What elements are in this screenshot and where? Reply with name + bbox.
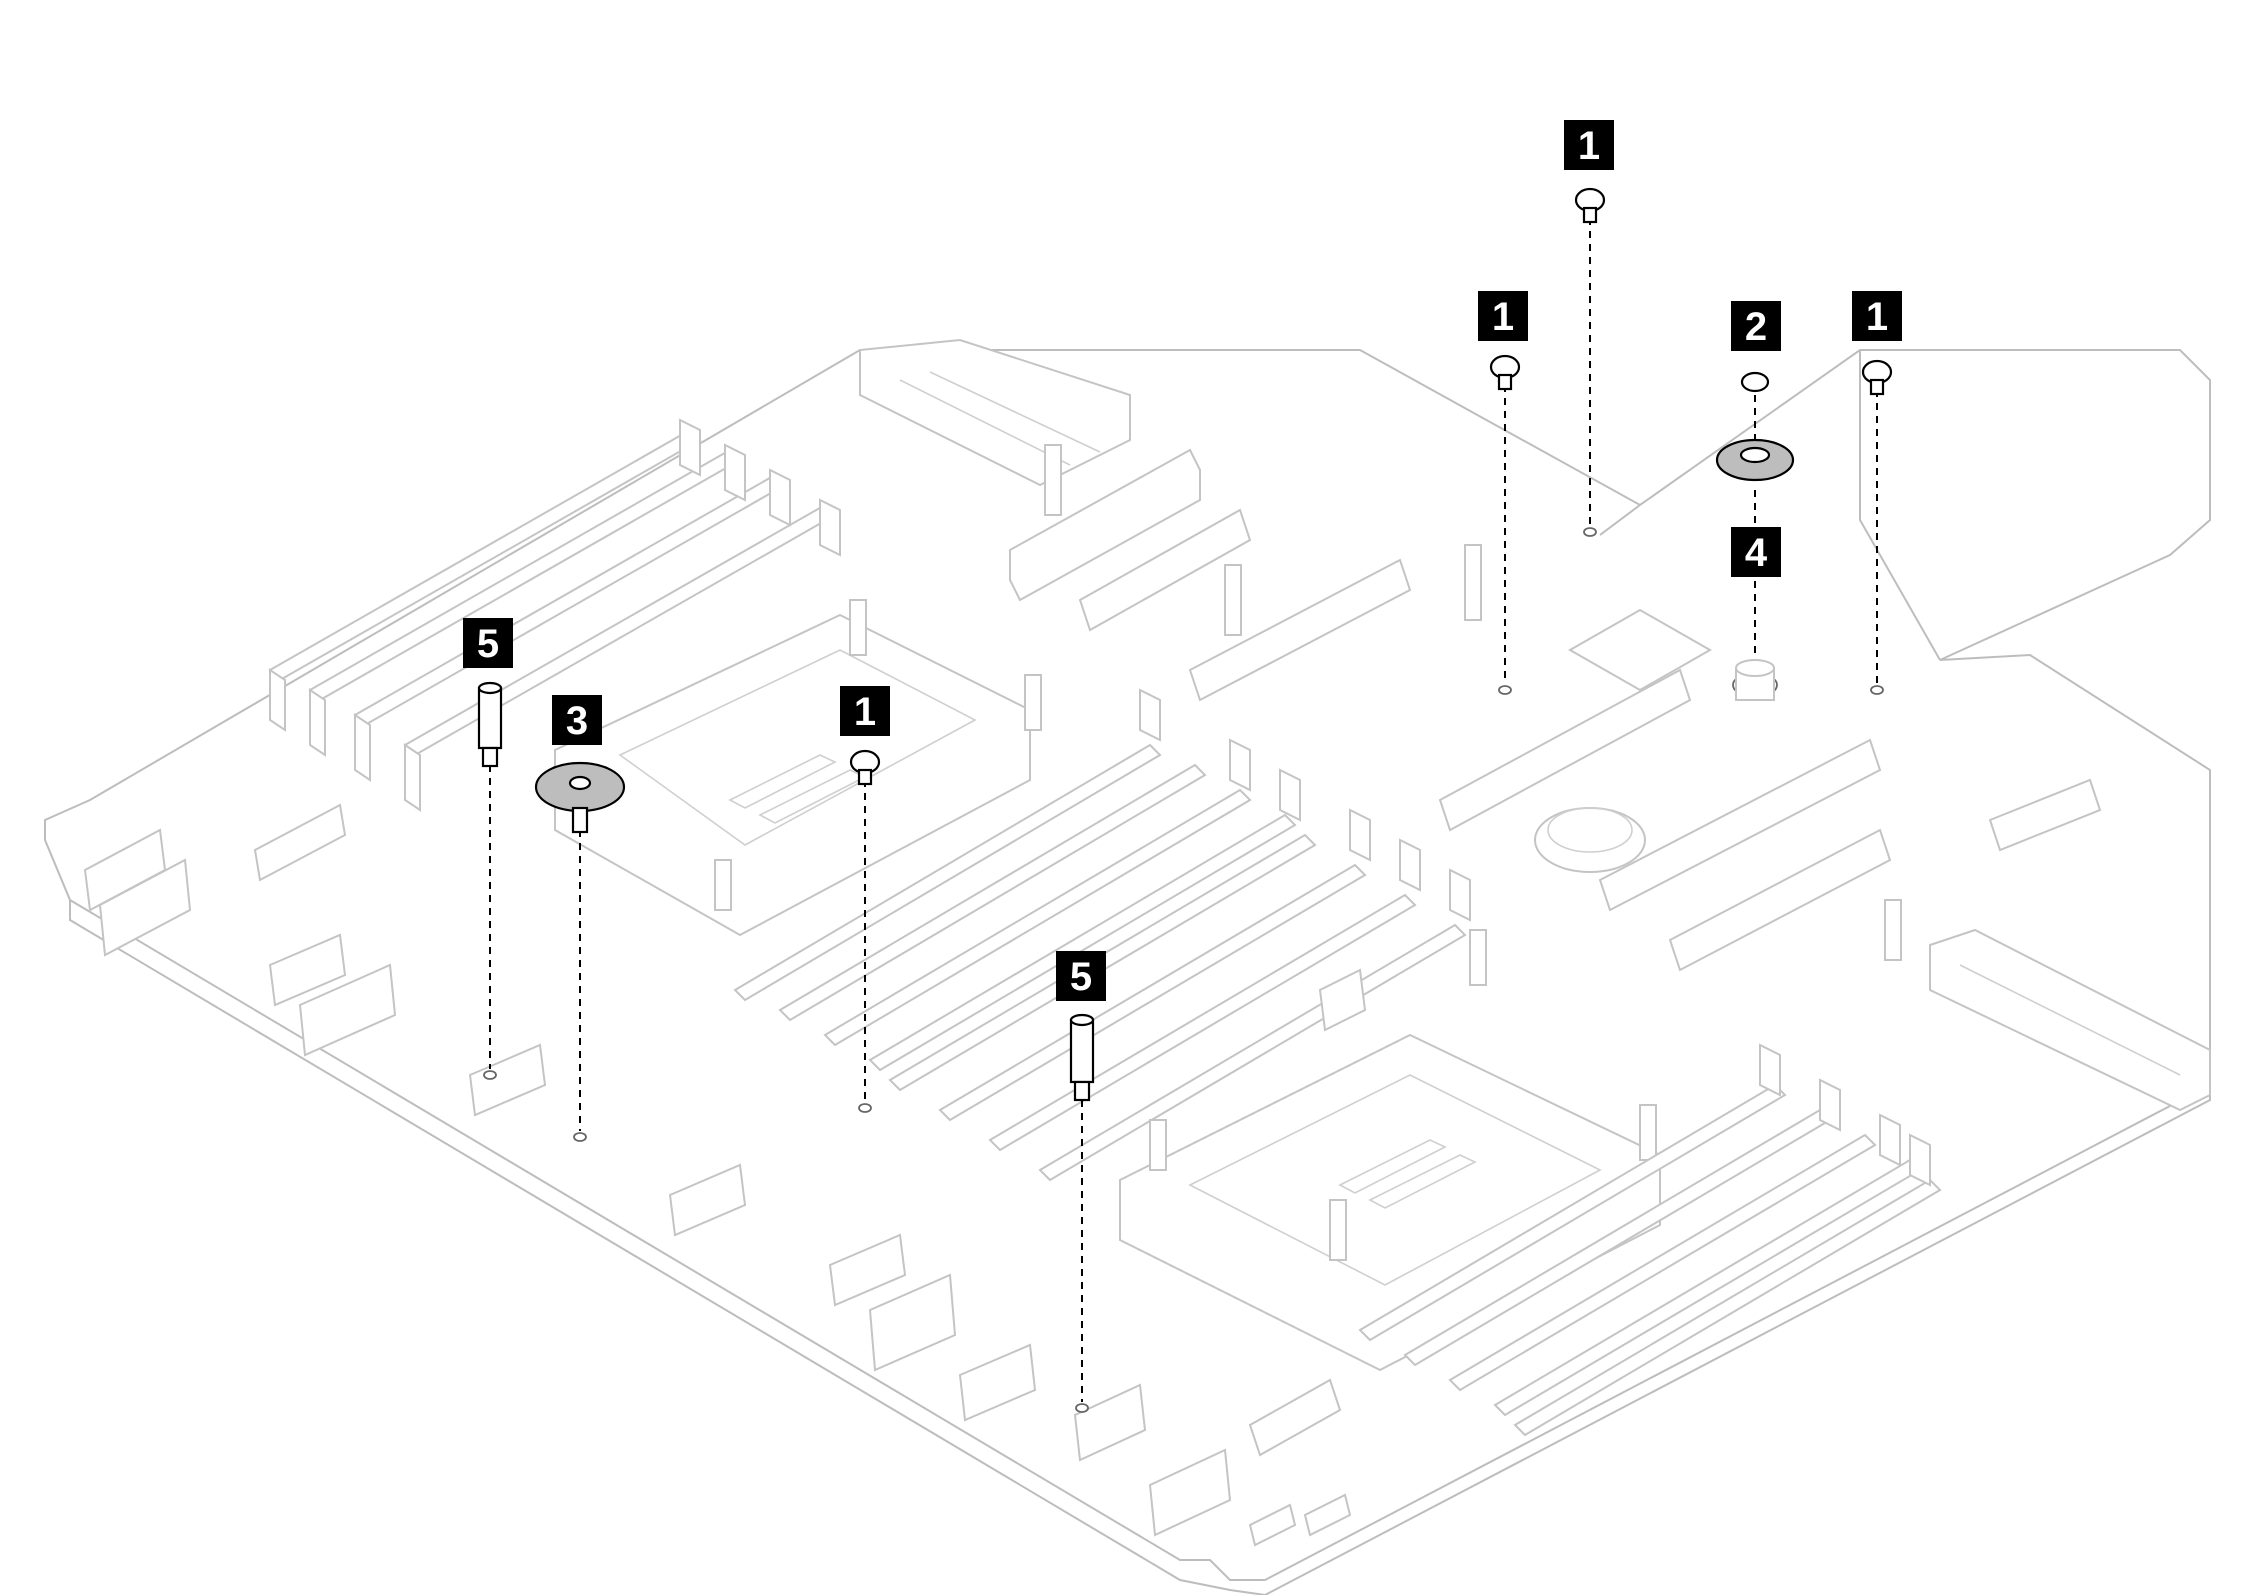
callout-badge: 1 bbox=[840, 686, 890, 736]
screw-icon bbox=[1861, 359, 1893, 396]
screw-icon bbox=[1740, 371, 1770, 393]
callout-label: 4 bbox=[1745, 531, 1768, 575]
standoff-icon bbox=[1735, 659, 1775, 701]
dimm-slots-left bbox=[268, 418, 841, 812]
callout-label: 5 bbox=[1070, 955, 1092, 999]
callout-badge: 3 bbox=[552, 695, 602, 745]
callout-label: 1 bbox=[1866, 295, 1888, 339]
callout-badge: 4 bbox=[1731, 527, 1781, 577]
washer-screw-icon bbox=[534, 761, 626, 834]
callout-label: 1 bbox=[1578, 124, 1600, 168]
exploded-parts bbox=[477, 187, 1893, 1402]
callout-label: 5 bbox=[477, 622, 499, 666]
callout-label: 3 bbox=[566, 699, 588, 743]
dimm-slots-right bbox=[1358, 1043, 1942, 1437]
callout-label: 1 bbox=[1492, 295, 1514, 339]
callout-label: 2 bbox=[1745, 305, 1767, 349]
system-board bbox=[44, 338, 2211, 1595]
knurled-nut-icon bbox=[1715, 438, 1795, 482]
guide-pin-icon bbox=[1069, 1013, 1095, 1102]
callout-badge: 5 bbox=[463, 618, 513, 668]
callout-badge: 2 bbox=[1731, 301, 1781, 351]
callout-badge: 5 bbox=[1056, 951, 1106, 1001]
screw-icon bbox=[1574, 187, 1606, 224]
callout-badge: 1 bbox=[1564, 120, 1614, 170]
callout-badge: 1 bbox=[1478, 291, 1528, 341]
cpu-socket-1 bbox=[554, 599, 1042, 937]
callout-badges: 1 1 1 1 2 3 4 5 bbox=[463, 120, 1902, 1001]
dimm-slots-center bbox=[733, 688, 1471, 1182]
board-connectors bbox=[83, 444, 2102, 1547]
callout-label: 1 bbox=[854, 690, 876, 734]
guide-pin-icon bbox=[477, 681, 503, 768]
callout-badge: 1 bbox=[1852, 291, 1902, 341]
screw-icon bbox=[1489, 354, 1521, 391]
screw-icon bbox=[849, 749, 881, 786]
